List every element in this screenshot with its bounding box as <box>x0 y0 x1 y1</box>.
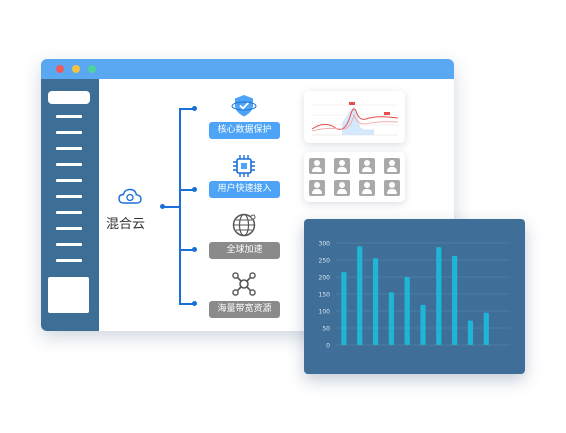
y-tick-label: 300 <box>319 241 331 248</box>
sidebar-menu-item[interactable] <box>56 195 82 198</box>
bar-1[interactable] <box>341 271 347 345</box>
bar-3[interactable] <box>372 258 379 345</box>
cloud-label: 混合云 <box>106 217 146 232</box>
sidebar-menu-item[interactable] <box>56 131 82 134</box>
y-tick-label: 250 <box>319 258 331 265</box>
bar-7[interactable] <box>436 247 442 345</box>
chip-icon <box>233 155 255 177</box>
feature-tag-global-acceleration[interactable]: 全球加速 <box>209 242 280 259</box>
connector-branch-3 <box>179 249 193 251</box>
minimize-window-button[interactable] <box>72 65 80 73</box>
sidebar-active-item[interactable] <box>48 91 90 104</box>
branch-dot <box>192 187 197 192</box>
hub-dot <box>160 204 165 209</box>
sidebar-menu-item[interactable] <box>56 147 82 150</box>
line-chart-thumbnail <box>311 102 399 136</box>
bar-8[interactable] <box>452 255 458 345</box>
shield-icon <box>231 95 257 117</box>
user-avatar-icon[interactable] <box>384 158 400 174</box>
bar-chart-panel: 300 250 200 150 100 50 0 <box>304 219 525 374</box>
bar-chart: 300 250 200 150 100 50 0 <box>319 241 510 350</box>
maximize-window-button[interactable] <box>88 65 96 73</box>
sidebar-menu-item[interactable] <box>56 211 82 214</box>
user-avatar-icon[interactable] <box>359 180 375 196</box>
bar-2[interactable] <box>357 246 363 345</box>
user-avatar-icon[interactable] <box>309 158 325 174</box>
bar-5[interactable] <box>404 277 410 345</box>
user-avatar-icon[interactable] <box>309 180 325 196</box>
connector-branch-4 <box>179 303 193 305</box>
bar-6[interactable] <box>420 304 426 345</box>
branch-dot <box>192 247 197 252</box>
connector-branch-2 <box>179 189 193 191</box>
branch-dot <box>192 301 197 306</box>
sidebar-menu-item[interactable] <box>56 179 82 182</box>
feature-tag-data-protection[interactable]: 核心数据保护 <box>209 122 280 139</box>
y-tick-label: 50 <box>322 326 330 333</box>
sidebar-card[interactable] <box>48 277 89 313</box>
connector-horizontal-main <box>163 206 180 208</box>
user-avatar-icon[interactable] <box>359 158 375 174</box>
user-avatar-icon[interactable] <box>334 158 350 174</box>
hybrid-cloud-hub: 混合云 <box>105 185 165 235</box>
close-window-button[interactable] <box>56 65 64 73</box>
bar-4[interactable] <box>388 292 394 345</box>
network-nodes-icon <box>232 272 256 296</box>
y-tick-label: 0 <box>326 343 330 350</box>
sidebar-menu-item[interactable] <box>56 227 82 230</box>
sidebar-menu-item[interactable] <box>56 243 82 246</box>
y-tick-label: 200 <box>319 275 331 282</box>
sidebar-menu-item[interactable] <box>56 163 82 166</box>
connector-vertical <box>179 108 181 304</box>
line-chart-card <box>304 91 405 143</box>
y-tick-label: 100 <box>319 309 331 316</box>
user-grid-card <box>304 152 405 202</box>
title-bar <box>41 59 454 79</box>
globe-icon <box>232 213 256 237</box>
user-avatar-icon[interactable] <box>334 180 350 196</box>
y-tick-label: 150 <box>319 292 331 299</box>
feature-tag-bandwidth[interactable]: 海量带宽资源 <box>209 301 280 318</box>
user-avatar-icon[interactable] <box>384 180 400 196</box>
bar-9[interactable] <box>467 320 474 345</box>
sidebar-menu-item[interactable] <box>56 259 82 262</box>
sidebar-menu-item[interactable] <box>56 115 82 118</box>
cloud-icon <box>118 188 142 204</box>
branch-dot <box>192 106 197 111</box>
feature-tag-user-access[interactable]: 用户快速接入 <box>209 181 280 198</box>
bar-10[interactable] <box>483 312 489 345</box>
connector-branch-1 <box>179 108 193 110</box>
sidebar <box>41 79 99 331</box>
